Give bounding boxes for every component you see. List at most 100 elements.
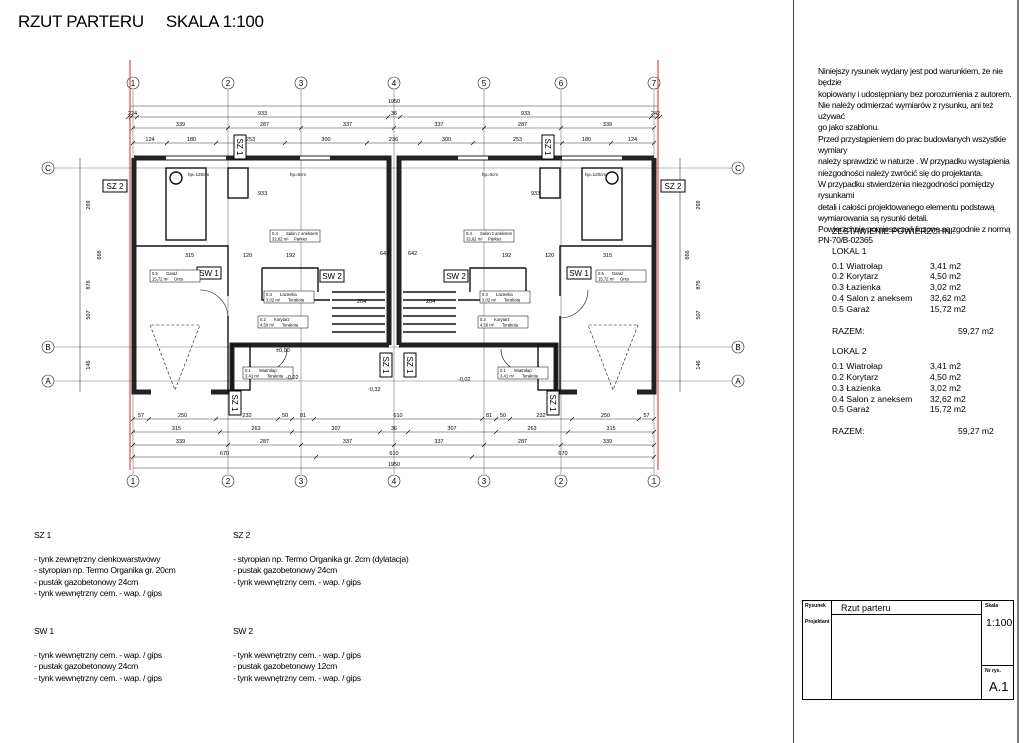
axis-label: 5 <box>482 79 487 88</box>
note-line: PN-70/B-02365 <box>818 235 873 246</box>
axis-marker <box>647 474 661 488</box>
dimension-label: 2 <box>657 111 660 117</box>
room-area: 3,02 m2 <box>930 282 962 293</box>
dimension-tick <box>298 125 304 131</box>
room-floor: Gres <box>174 277 183 282</box>
dimension-label: 610 <box>389 451 398 457</box>
dimension-label: 339 <box>176 122 185 128</box>
title-block: Rysunek Rzut parteru Projektant Skala 1:… <box>802 600 1014 700</box>
room-area: 3,41 m² <box>245 374 260 379</box>
total-value: 59,27 m2 <box>958 426 994 437</box>
dimension-tick <box>298 442 304 448</box>
dimension-tick <box>558 442 564 448</box>
dimension-label: 337 <box>343 122 352 128</box>
dimension-label: 57 <box>643 413 649 419</box>
inner-dimension: 120 <box>545 253 554 259</box>
room-floor: Terakota <box>282 323 299 328</box>
axis-marker <box>647 76 661 90</box>
dimension-label: 670 <box>220 451 229 457</box>
dimension-tick <box>311 416 317 422</box>
room-label: 0.2 Korytarz <box>832 271 879 282</box>
wall-tag-label: SZ 1 <box>543 139 552 156</box>
room-name: Garaż <box>166 271 177 276</box>
legend-item: - tynk wewnętrzny cem. - wap. / gips <box>34 672 162 683</box>
wall-tag: SW 1 <box>566 266 592 280</box>
inner-dimension: 204 <box>426 299 435 305</box>
room-floor: Terakota <box>504 298 521 303</box>
dimension-tick <box>636 416 642 422</box>
room-area: 15,72 m² <box>598 277 615 282</box>
dimension-tick <box>479 416 485 422</box>
dimension-label: 339 <box>603 122 612 128</box>
sheet-divider <box>793 0 794 743</box>
legend-sw1: SW 1 - tynk wewnętrzny cem. - wap. / gips… <box>34 626 162 684</box>
dimension-label: 36 <box>391 426 397 432</box>
height-note: hp=120cm <box>188 172 209 177</box>
legend-code: SW 2 <box>233 626 253 636</box>
room-label: 0.3 Łazienka <box>832 382 881 393</box>
side-dimension: 269 <box>86 200 92 209</box>
room-name: Korytarz <box>274 317 290 322</box>
room-area: 32,62 m² <box>272 237 289 242</box>
axis-label: 1 <box>652 477 657 486</box>
legend-code: SW 1 <box>34 626 54 636</box>
height-note: hp=0cm <box>290 172 306 177</box>
dimension-tick <box>397 114 403 120</box>
dimension-tick <box>481 125 487 131</box>
room-area: 32,62 m² <box>466 237 483 242</box>
legend-item: - tynk zewnętrzny cienkowarstwowy <box>34 554 161 565</box>
room-area: 3,41 m2 <box>930 361 962 372</box>
dimension-tick <box>469 454 475 460</box>
room-area: 32,62 m2 <box>930 292 966 303</box>
side-dimension: 507 <box>696 310 702 319</box>
room-floor: Gres <box>620 277 629 282</box>
scale-label: Skala <box>985 603 999 609</box>
axis-marker <box>294 474 308 488</box>
dimension-label: 1950 <box>388 99 400 105</box>
room-name: Salon z aneksem <box>480 231 513 236</box>
legend-code: SZ 1 <box>34 530 51 540</box>
room-number: 0.5 <box>152 271 158 276</box>
row-label: A <box>45 377 51 386</box>
room-label: 0.4 Salon z aneksem <box>832 393 913 404</box>
dimension-tick <box>125 114 131 120</box>
legend-sz1: SZ 1 - tynk zewnętrzny cienkowarstwowy- s… <box>34 530 176 599</box>
sheet-edge <box>1017 0 1019 743</box>
room-number: 0.3 <box>482 292 488 297</box>
level-mark: -0,32 <box>368 387 381 393</box>
legend-code: SZ 2 <box>233 530 250 540</box>
total-label: RAZEM: <box>832 426 865 437</box>
dimension-label: 263 <box>251 426 260 432</box>
dimension-label: 2 <box>128 111 131 117</box>
wall-tag: SW 2 <box>319 269 345 283</box>
dimension-tick <box>282 140 288 146</box>
inner-dimension: 642 <box>408 251 417 257</box>
legend-sz2: SZ 2- styropian np. Termo Organika gr. 2… <box>233 530 409 588</box>
scale-value: 1:100 <box>986 617 1013 629</box>
room-number: 0.1 <box>245 368 251 373</box>
note-line: niezgodności należy zwrócić się do proje… <box>818 167 983 178</box>
dimension-tick <box>213 140 219 146</box>
wall-tag: SZ 1 <box>379 352 393 378</box>
total-label: RAZEM: <box>832 325 865 336</box>
level-mark: ±0,00 <box>276 348 290 354</box>
dimension-tick <box>651 454 657 460</box>
axis-label: 3 <box>482 477 487 486</box>
dimension-tick <box>565 429 571 435</box>
legend-sw2: SW 2- tynk wewnętrzny cem. - wap. / gips… <box>233 626 361 684</box>
dimension-label: 232 <box>242 413 251 419</box>
legend-item: - styropian np. Termo Organika gr. 20cm <box>34 565 176 576</box>
legend-item: - pustak gazobetonowy 12cm <box>233 661 337 672</box>
total-value: 59,27 m2 <box>958 325 994 336</box>
note-line: Przed przystąpieniem do prac budowlanych… <box>818 133 1006 156</box>
drawing-label: Rysunek <box>805 603 826 609</box>
room-area: 3,41 m2 <box>930 260 962 271</box>
dimension-label: 263 <box>527 426 536 432</box>
unit-name: LOKAL 1 <box>832 245 867 256</box>
